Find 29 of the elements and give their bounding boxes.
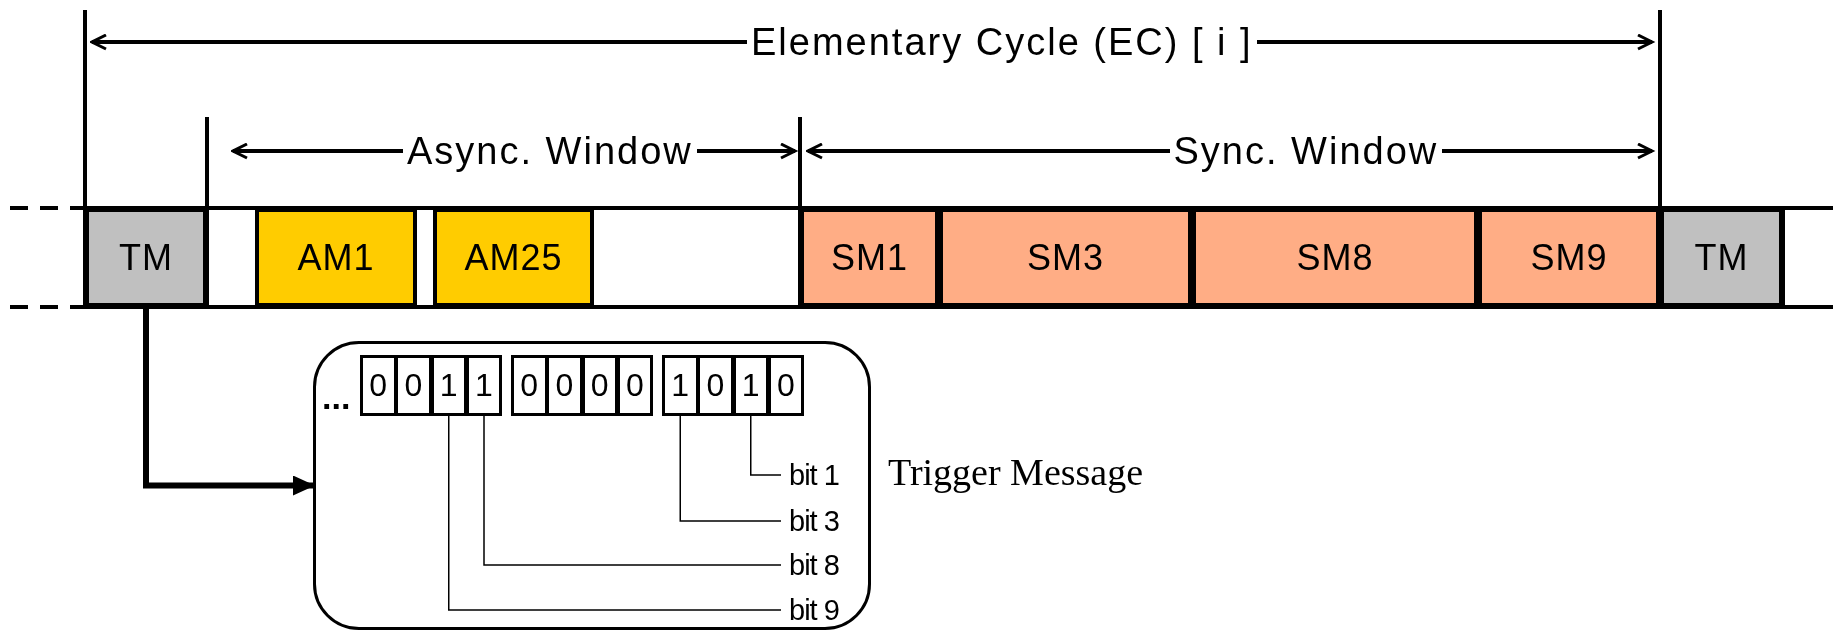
bit-cell: 0: [511, 355, 548, 416]
bit-cell: 0: [546, 355, 583, 416]
message-frame: [313, 341, 871, 630]
sync-slot: SM9: [1478, 208, 1660, 307]
trigger-slot: TM: [1660, 208, 1783, 307]
bit-cell: 0: [697, 355, 734, 416]
bit-cell: 0: [767, 355, 805, 416]
bit-label: bit 1: [789, 457, 839, 493]
caption-text: Trigger Message: [888, 450, 1144, 494]
sync-slot: SM3: [939, 208, 1192, 307]
async-slot: AM25: [433, 208, 594, 307]
bit-cell: 0: [616, 355, 654, 416]
arrow: [143, 307, 315, 496]
leader-line: [483, 415, 782, 566]
leader-line: [679, 415, 782, 522]
bit-cell: 1: [465, 355, 503, 416]
trigger-slot: TM: [85, 208, 207, 307]
bit-label: bit 9: [789, 592, 839, 628]
leader-line: [448, 415, 782, 611]
sync-slot: SM8: [1192, 208, 1478, 307]
ellipsis-text: ...: [322, 377, 351, 417]
bit-cell: 0: [360, 355, 397, 416]
sync-slot: SM1: [800, 208, 939, 307]
bit-label: bit 3: [789, 503, 839, 539]
bit-cell: 1: [662, 355, 699, 416]
bit-cell: 0: [395, 355, 432, 416]
async-slot: AM1: [255, 208, 417, 307]
leader-line: [750, 415, 782, 476]
bit-label: bit 8: [789, 547, 839, 583]
